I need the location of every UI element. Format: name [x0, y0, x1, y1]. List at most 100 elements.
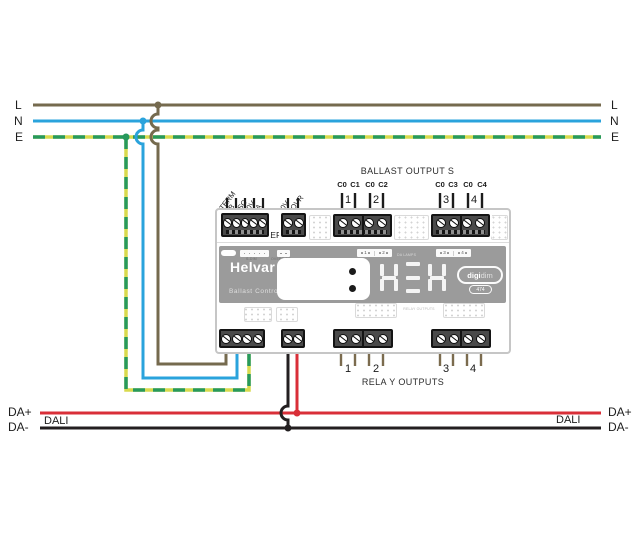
relay-channel-number: 1 [345, 363, 352, 375]
label-earth-left: E [15, 130, 24, 144]
screw-terminal-icon [258, 217, 267, 228]
ballast-pin-label: C0 [337, 180, 347, 189]
ghost-connector [355, 303, 397, 318]
ballast-channel-number: 2 [373, 194, 380, 206]
screw-terminal-icon [231, 217, 241, 228]
relay-outputs-print: RELAY OUTPUTS [403, 307, 435, 311]
label-da-plus-right: DA+ [608, 405, 632, 419]
relay-channel-number: 2 [373, 363, 380, 375]
ballast-terminal-block-1 [333, 214, 392, 237]
screw-terminal-icon [436, 333, 447, 344]
da-lamps-tiny-label: DA LAMPS [397, 253, 417, 257]
label-neutral-right: N [610, 114, 619, 128]
junction-dot-dali-plus [293, 409, 301, 417]
digidim-logo-light: dim [480, 270, 493, 280]
junction-dot-neutral [139, 117, 147, 125]
screw-terminal-icon [377, 333, 388, 344]
seven-segment-digit [380, 262, 398, 293]
ballast-pin-label: C1 [350, 180, 360, 189]
ballast-outputs-title: BALLAST OUTPUT S [360, 166, 455, 176]
ghost-connector [244, 307, 272, 322]
relay-channel-number: 4 [470, 363, 477, 375]
sdim-led-strip [240, 250, 269, 257]
ghost-connector [394, 215, 429, 240]
dali-terminal-block [281, 329, 305, 348]
screw-terminal-icon [364, 218, 374, 228]
junction-dot-dali-minus [284, 424, 292, 432]
mains-terminal-block [219, 329, 265, 348]
override-connector-label: OVERRIDE [258, 231, 302, 240]
relay-channel-number: 3 [443, 363, 450, 375]
ghost-connector [443, 303, 485, 318]
ballast-channel-number: 3 [443, 194, 450, 206]
control-window [277, 258, 370, 300]
ballast-channel-number: 4 [471, 194, 478, 206]
sdim-tiny-label: S-DIM [246, 257, 257, 261]
strip-channel-number: 4 [461, 249, 464, 255]
screw-terminal-icon [240, 217, 250, 228]
junction-dot-live [154, 101, 162, 109]
channel-led-strip-12: 1 2 [357, 249, 392, 257]
label-earth-right: E [611, 130, 620, 144]
screw-terminal-icon [252, 333, 263, 344]
screw-terminal-icon [436, 218, 446, 228]
screw-terminal-icon [242, 333, 253, 344]
label-da-minus-right: DA- [608, 420, 629, 434]
screw-terminal-icon [223, 217, 232, 228]
screw-terminal-icon [338, 218, 348, 228]
ghost-connector [276, 307, 298, 322]
screw-terminal-icon [293, 333, 303, 344]
screw-terminal-icon [283, 333, 293, 344]
label-dali-left: DALI [44, 415, 69, 427]
label-live-right: L [611, 98, 618, 112]
relay-terminal-block-2 [431, 329, 491, 348]
brand-logo: Helvar [230, 259, 276, 275]
relay-outputs-title: RELA Y OUTPUTS [361, 377, 445, 387]
push-button-icon[interactable] [349, 285, 356, 292]
label-live-left: L [15, 98, 22, 112]
ballast-pin-label: C0 [365, 180, 375, 189]
screw-terminal-icon [221, 333, 232, 344]
screw-terminal-icon [475, 333, 486, 344]
push-button-icon[interactable] [349, 268, 356, 275]
product-name: Ballast Controller [229, 288, 290, 295]
screw-terminal-icon [462, 218, 472, 228]
ballast-pin-label: C0 [435, 180, 445, 189]
screw-terminal-icon [351, 333, 362, 344]
digidim-logo-bold: digi [467, 270, 481, 280]
screw-terminal-icon [338, 333, 349, 344]
ballast-pin-label: C0 [463, 180, 473, 189]
label-da-plus-left: DA+ [8, 405, 32, 419]
screw-terminal-icon [283, 217, 294, 228]
led-indicator-pill [221, 250, 236, 256]
ghost-connector [491, 215, 508, 240]
screw-terminal-icon [449, 218, 459, 228]
screw-terminal-icon [351, 218, 361, 228]
screw-terminal-icon [364, 333, 375, 344]
ghost-connector [309, 215, 331, 240]
screw-terminal-icon [449, 333, 460, 344]
wire-dali-minus-drop [279, 348, 290, 428]
override-led-strip [277, 250, 290, 257]
label-dali-right: DALI [556, 414, 581, 426]
strip-channel-number: 2 [382, 249, 385, 255]
screw-terminal-icon [377, 218, 387, 228]
screw-terminal-icon [231, 333, 242, 344]
label-da-minus-left: DA- [8, 420, 29, 434]
strip-channel-number: 3 [443, 249, 446, 255]
screw-terminal-icon [293, 217, 304, 228]
label-neutral-left: N [14, 114, 23, 128]
ballast-pin-label: C2 [378, 180, 388, 189]
junction-dot-earth [122, 133, 130, 141]
seven-segment-digit [404, 262, 422, 293]
screw-terminal-icon [475, 218, 485, 228]
ballast-terminal-block-2 [431, 214, 490, 237]
screw-terminal-icon [249, 217, 259, 228]
ballast-channel-number: 1 [345, 194, 352, 206]
relay-terminal-block-1 [333, 329, 393, 348]
seven-segment-digit [428, 262, 446, 293]
ballast-pin-label: C3 [448, 180, 458, 189]
override-terminal-block [281, 213, 306, 237]
